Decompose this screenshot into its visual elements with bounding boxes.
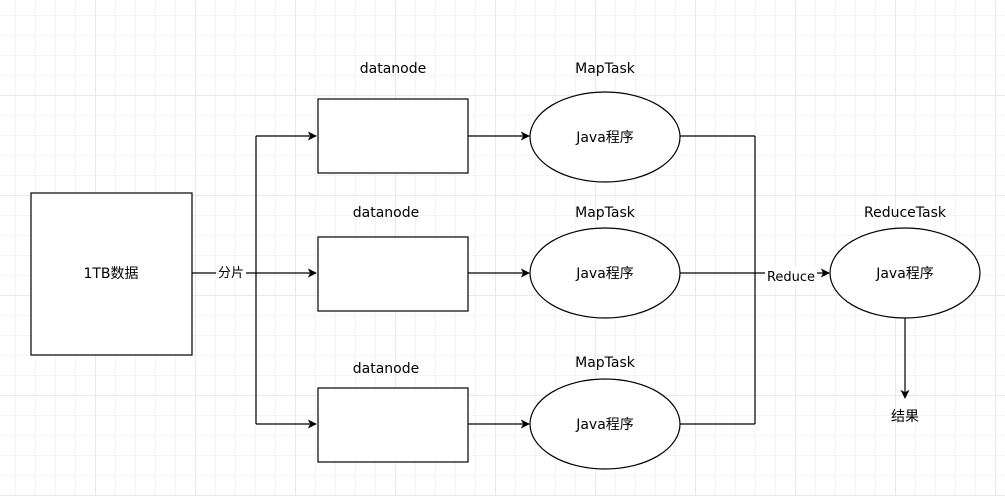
- result-label: 结果: [891, 409, 919, 425]
- maptask-program-1: Java程序: [575, 130, 634, 146]
- maptask-label-2: MapTask: [575, 205, 636, 221]
- datanode-label-3: datanode: [353, 361, 419, 377]
- maptask-program-3: Java程序: [575, 417, 634, 433]
- reducetask-label: ReduceTask: [864, 205, 947, 221]
- split-label-bg: [216, 263, 246, 281]
- reduce-edge-label-bg: [765, 267, 817, 285]
- maptask-ellipse-1[interactable]: [529, 91, 681, 183]
- datanode-label-1: datanode: [360, 61, 426, 77]
- datanode-box-1[interactable]: [317, 98, 469, 174]
- reducetask-program: Java程序: [875, 266, 934, 282]
- maptask-program-2: Java程序: [575, 266, 634, 282]
- datanode-box-3[interactable]: [317, 387, 469, 463]
- reduce-edge-label: Reduce: [767, 270, 815, 285]
- maptask-label-3: MapTask: [575, 355, 636, 371]
- source-box[interactable]: [30, 192, 193, 356]
- datanode-label-2: datanode: [353, 205, 419, 221]
- source-label: 1TB数据: [83, 266, 138, 282]
- split-label: 分片: [218, 266, 244, 281]
- maptask-label-1: MapTask: [575, 61, 636, 77]
- datanode-box-2[interactable]: [317, 236, 469, 312]
